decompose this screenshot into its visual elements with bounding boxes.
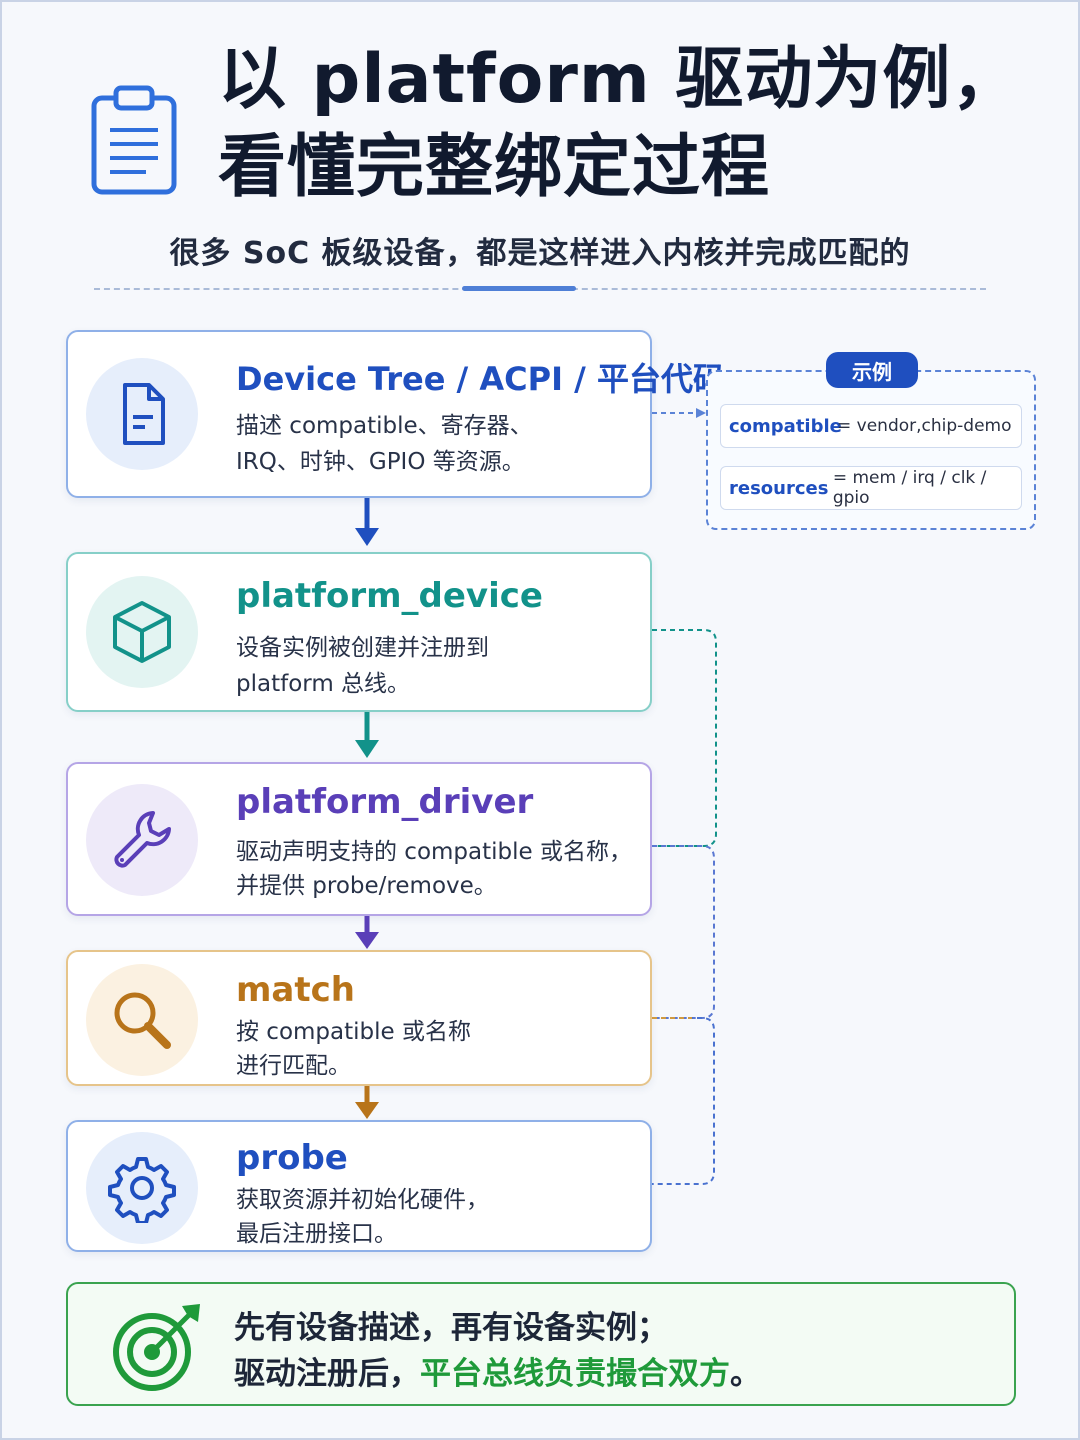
summary-box: 先有设备描述，再有设备实例； 驱动注册后，平台总线负责撮合双方。	[66, 1282, 1016, 1406]
arrow-down-icon	[355, 916, 379, 949]
step-title: match	[236, 970, 355, 1010]
magnifier-icon	[114, 992, 171, 1049]
step-desc-line-1: 设备实例被创建并注册到	[236, 635, 489, 661]
arrow-down-icon	[355, 1086, 379, 1119]
step-icon-circle	[86, 358, 198, 470]
step-desc-line-2: 进行匹配。	[236, 1053, 351, 1079]
step-icon-circle	[86, 964, 198, 1076]
step-title: Device Tree / ACPI / 平台代码	[236, 360, 725, 398]
clipboard-icon	[91, 85, 177, 195]
step-title: platform_device	[236, 576, 543, 616]
step-card-platform-driver: platform_driver 驱动声明支持的 compatible 或名称， …	[66, 762, 652, 916]
example-row-compatible: compatible = vendor,chip-demo	[720, 404, 1022, 448]
example-badge: 示例	[826, 352, 918, 388]
step-desc-line-2: IRQ、时钟、GPIO 等资源。	[236, 449, 525, 475]
page-title: 以 platform 驱动为例， 看懂完整绑定过程	[218, 36, 1048, 212]
example-value: = mem / irq / clk / gpio	[832, 468, 987, 508]
step-desc-line-2: platform 总线。	[236, 671, 411, 697]
summary-highlight: 平台总线负责撮合双方	[420, 1356, 730, 1392]
arrow-down-icon	[355, 498, 379, 546]
title-line-1: 以 platform 驱动为例，	[218, 40, 1021, 119]
step-card-match: match 按 compatible 或名称 进行匹配。	[66, 950, 652, 1086]
example-key: resources	[729, 477, 829, 499]
step-desc-line-1: 驱动声明支持的 compatible 或名称，	[236, 839, 632, 865]
step-icon-circle	[86, 784, 198, 896]
connector-lines	[652, 408, 717, 1185]
step-desc-line-1: 获取资源并初始化硬件，	[236, 1187, 489, 1213]
summary-line-2-suffix: 。	[730, 1356, 761, 1392]
step-desc-line-2: 最后注册接口。	[236, 1221, 397, 1247]
header-divider-accent	[462, 286, 576, 291]
step-card-platform-device: platform_device 设备实例被创建并注册到 platform 总线。	[66, 552, 652, 712]
example-key: compatible	[729, 415, 842, 437]
title-line-2: 看懂完整绑定过程	[218, 128, 771, 207]
step-title: platform_driver	[236, 782, 534, 822]
step-desc-line-1: 描述 compatible、寄存器、	[236, 413, 533, 439]
example-value: = vendor,chip-demo	[837, 416, 1012, 436]
step-desc-line-2: 并提供 probe/remove。	[236, 873, 497, 899]
step-title: probe	[236, 1138, 348, 1178]
wrench-icon	[114, 811, 171, 868]
summary-line-2: 驱动注册后，平台总线负责撮合双方。	[234, 1348, 761, 1393]
step-card-device-tree: Device Tree / ACPI / 平台代码 描述 compatible、…	[66, 330, 725, 498]
summary-line-2-prefix: 驱动注册后，	[234, 1356, 420, 1392]
step-card-probe: probe 获取资源并初始化硬件， 最后注册接口。	[66, 1120, 652, 1252]
step-icon-circle	[86, 1132, 198, 1244]
cube-icon	[113, 601, 171, 663]
target-icon	[113, 1304, 200, 1391]
gear-icon	[108, 1157, 176, 1223]
step-desc-line-1: 按 compatible 或名称	[236, 1019, 471, 1045]
step-icon-circle	[86, 576, 198, 688]
page-subtitle: 很多 SoC 板级设备，都是这样进入内核并完成匹配的	[169, 236, 911, 271]
arrow-down-icon	[355, 712, 379, 758]
summary-line-1: 先有设备描述，再有设备实例；	[234, 1310, 668, 1346]
example-row-resources: resources = mem / irq / clk / gpio	[720, 466, 1022, 510]
document-icon	[123, 383, 165, 445]
